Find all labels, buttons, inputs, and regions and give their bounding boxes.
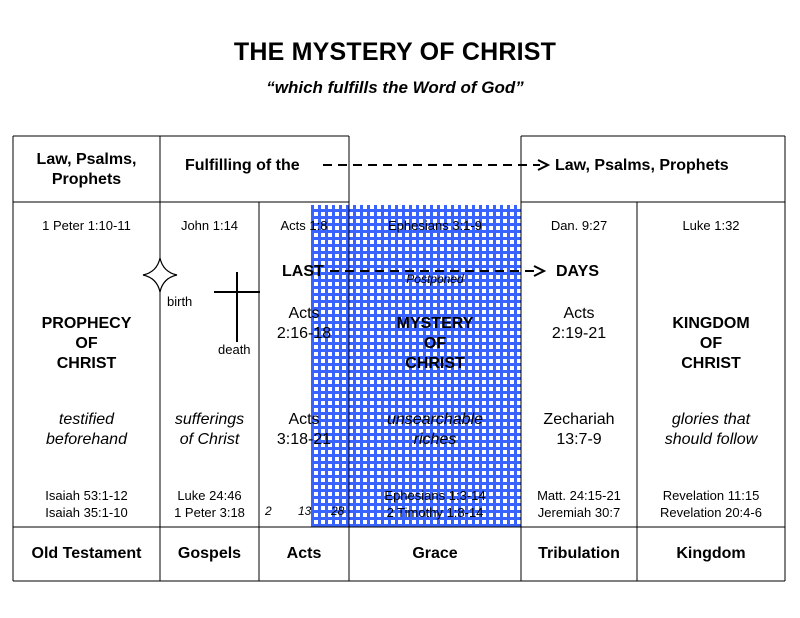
acts-num-28: 28 — [331, 504, 345, 518]
footer-kingdom: Kingdom — [676, 545, 746, 562]
header-fulfilling: Fulfilling of the — [185, 157, 300, 174]
last-label: LAST — [282, 263, 324, 280]
page-subtitle: “which fulfills the Word of God” — [266, 78, 524, 97]
acts-ref: Acts 1:8 — [280, 218, 328, 233]
grace-ref: Ephesians 3:1-9 — [388, 218, 482, 233]
header-law-left: Law, Psalms,Prophets — [36, 151, 137, 188]
page-title: THE MYSTERY OF CHRIST — [233, 38, 557, 66]
cross-icon — [214, 272, 260, 342]
footer-tribulation: Tribulation — [538, 545, 620, 562]
gospels-ref: John 1:14 — [180, 218, 239, 233]
acts-num-2: 2 — [265, 504, 272, 518]
grace-pattern — [311, 205, 521, 527]
kingdom-ref: Luke 1:32 — [682, 218, 740, 233]
postponed-label: Postponed — [406, 272, 464, 286]
footer-acts: Acts — [286, 545, 322, 562]
death-label: death — [218, 342, 251, 357]
footer-grace: Grace — [412, 545, 458, 562]
trib-ref: Dan. 9:27 — [550, 218, 608, 233]
acts-num-13: 13 — [298, 504, 312, 518]
footer-gospels: Gospels — [177, 545, 242, 562]
star-icon — [142, 257, 178, 293]
days-label: DAYS — [556, 263, 599, 280]
header-law-right: Law, Psalms, Prophets — [555, 157, 729, 174]
footer-old-testament: Old Testament — [31, 545, 142, 562]
ot-ref: 1 Peter 1:10-11 — [42, 218, 131, 233]
birth-label: birth — [167, 294, 193, 309]
